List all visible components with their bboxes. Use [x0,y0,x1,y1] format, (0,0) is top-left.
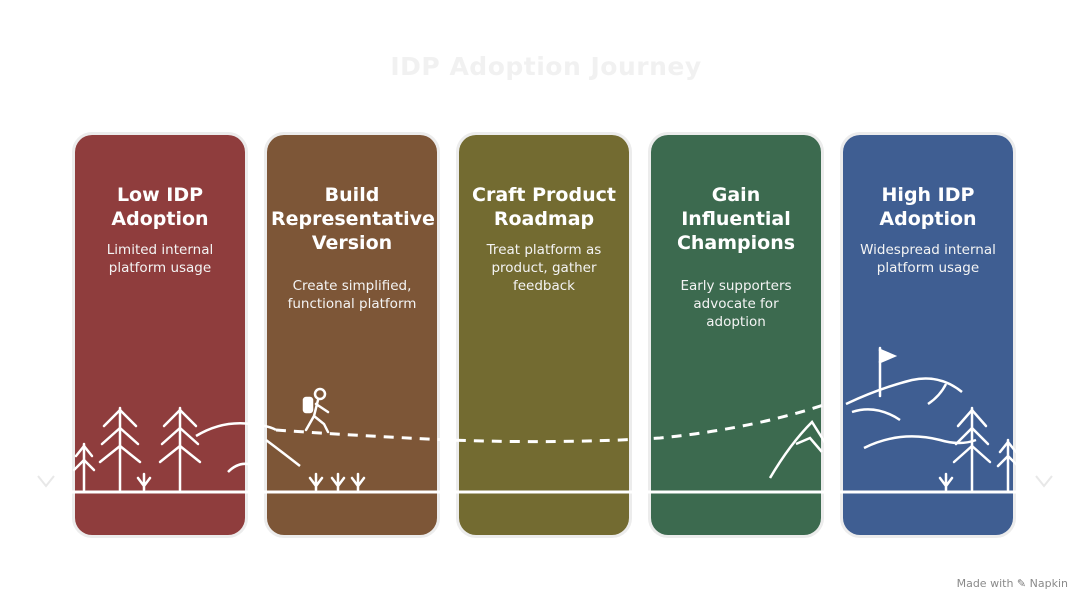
stage-card-5: High IDP Adoption Widespread internal pl… [840,132,1016,538]
stage-fill-3 [459,135,629,535]
stage-desc-4: Early supporters advocate for adoption [680,278,792,330]
stage-fill-2 [267,135,437,535]
footer: Made with ✎ Napkin [957,577,1068,590]
stage-card-4: Gain Influential Champions Early support… [648,132,824,538]
stage-title-3: Craft Product Roadmap [472,184,616,230]
napkin-logo-icon: ✎ [1016,577,1027,590]
stage-fill-1 [75,135,245,535]
footer-made-with: Made with [956,577,1014,590]
stage-card-1: Low IDP Adoption Limited internal platfo… [72,132,248,538]
stage-desc-1: Limited internal platform usage [106,242,214,276]
stage-desc-3: Treat platform as product, gather feedba… [486,242,602,294]
stage-card-3: Craft Product Roadmap Treat platform as … [456,132,632,538]
diagram-title: IDP Adoption Journey [390,52,702,81]
stage-fill-5 [843,135,1013,535]
stage-desc-2: Create simplified, functional platform [287,278,417,312]
footer-brand: Napkin [1029,577,1068,590]
stage-card-2: Build Representative Version Create simp… [264,132,440,538]
stage-title-2: Build Representative Version [271,184,435,254]
stage-title-1: Low IDP Adoption [111,184,209,230]
stage-title-5: High IDP Adoption [879,184,977,230]
stage-desc-5: Widespread internal platform usage [860,242,996,276]
stage-title-4: Gain Influential Champions [676,184,796,254]
